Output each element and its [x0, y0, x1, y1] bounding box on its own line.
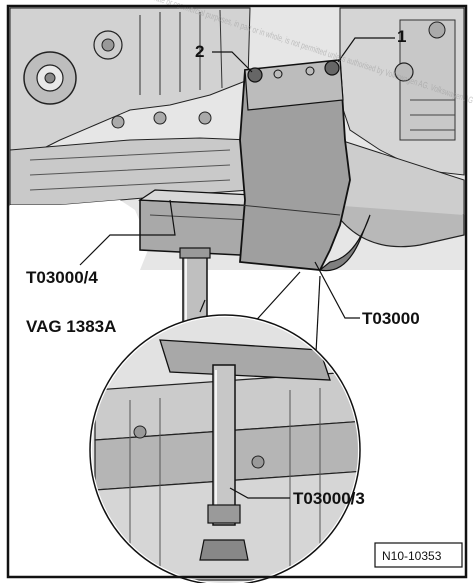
figure-reference: N10-10353	[374, 542, 463, 568]
callout-1: 1	[397, 27, 406, 46]
figure-reference-text: N10-10353	[382, 549, 442, 563]
figure-frame	[6, 4, 468, 579]
callout-t03000: T03000	[362, 309, 420, 328]
callout-leaders	[79, 37, 395, 499]
callout-t03000-3: T03000/3	[293, 489, 365, 508]
engine-support-t03000	[239, 59, 371, 272]
engine-background	[9, 7, 465, 270]
detail-magnifier	[89, 271, 361, 583]
callout-2: 2	[195, 42, 204, 61]
callout-t03000-4: T03000/4	[26, 268, 98, 287]
callout-vag-1383a: VAG 1383A	[26, 317, 116, 336]
